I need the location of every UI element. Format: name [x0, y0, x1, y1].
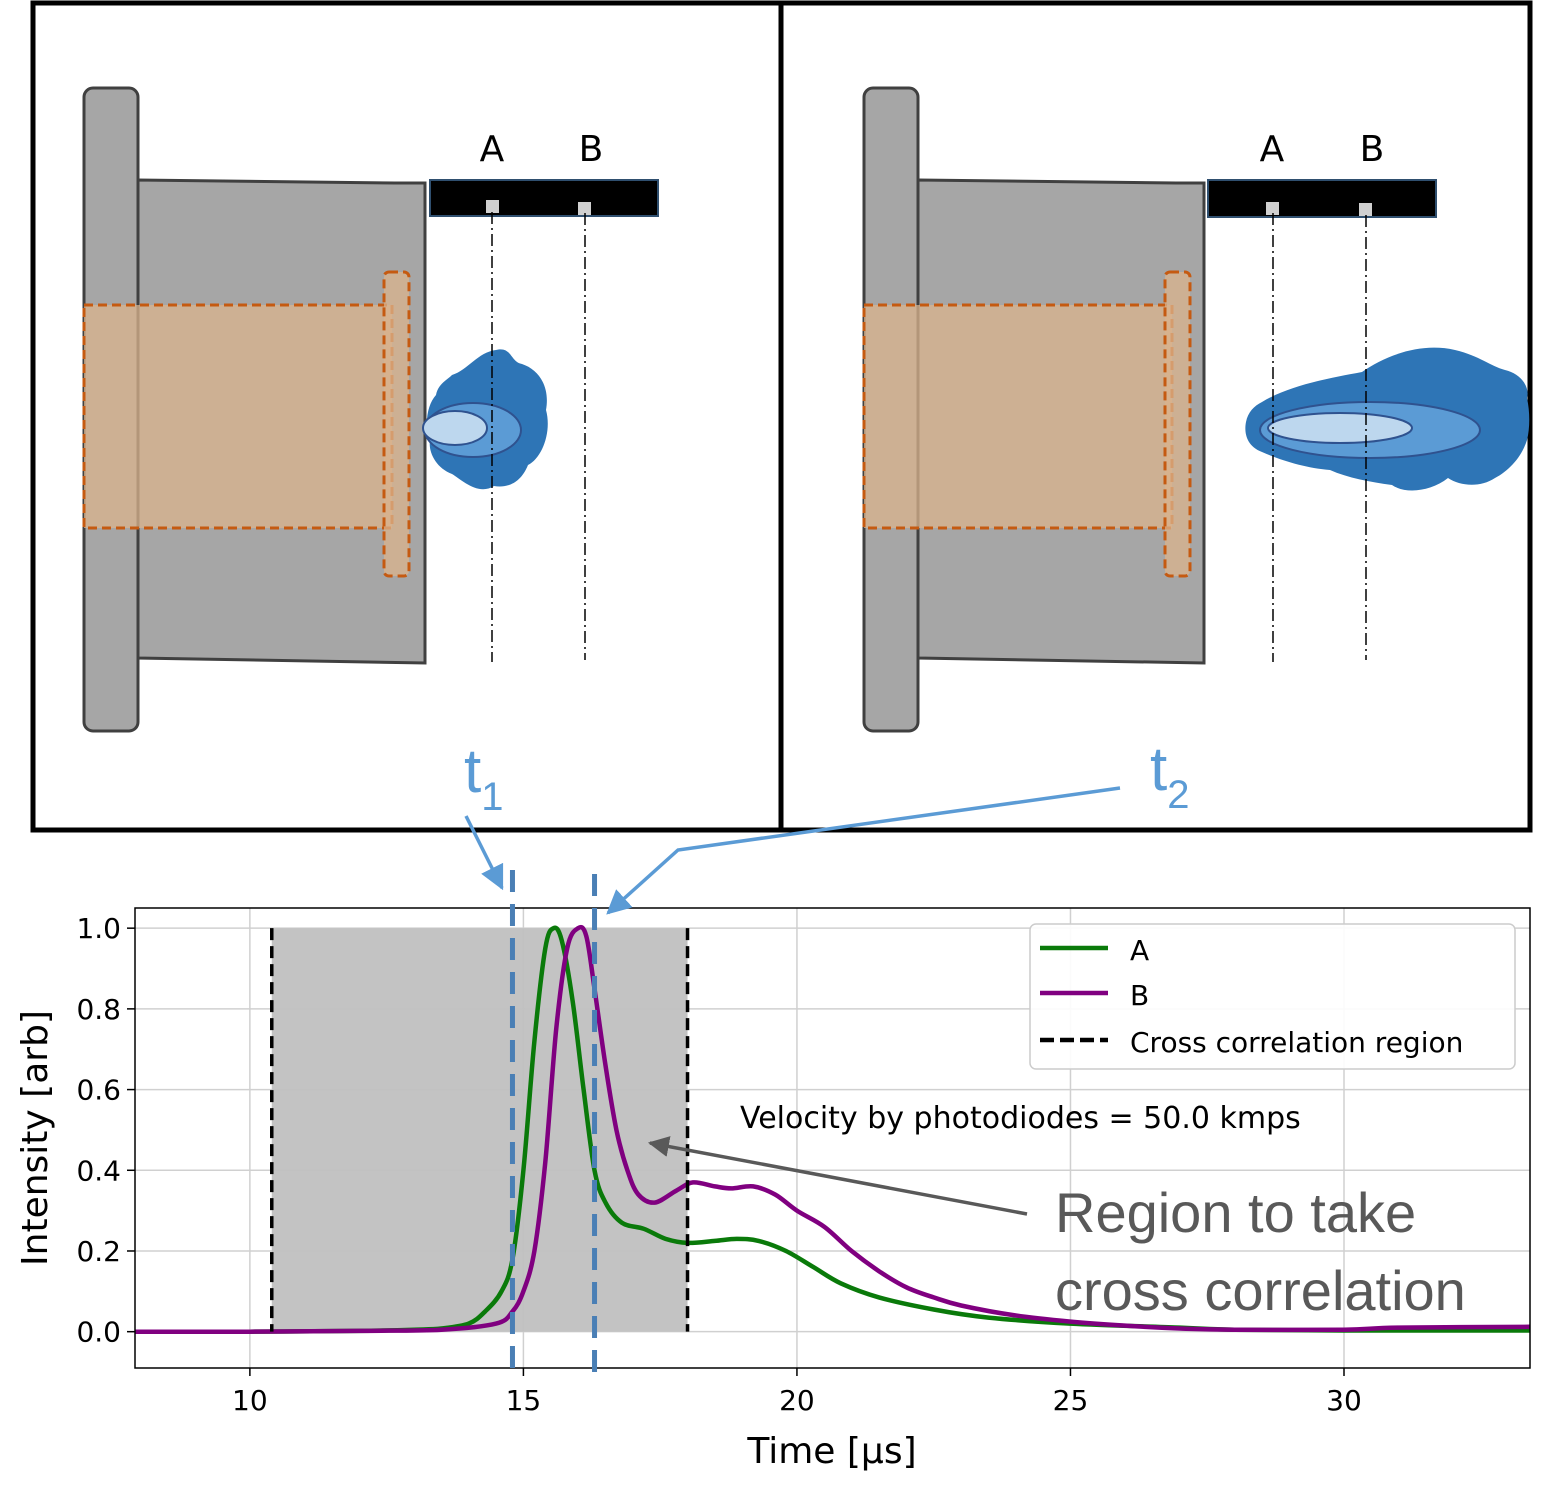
- velocity-annotation: Velocity by photodiodes = 50.0 kmps: [740, 1101, 1301, 1136]
- legend-label-b: B: [1130, 979, 1149, 1012]
- x-tick-label: 15: [506, 1384, 542, 1417]
- plasma-plume-core: [1267, 412, 1413, 444]
- panel-left: A B: [82, 86, 659, 733]
- electrode-tip: [1163, 270, 1192, 578]
- sensor-port-a: [486, 200, 499, 213]
- electrode-region: [82, 303, 394, 530]
- x-tick-label: 10: [232, 1384, 268, 1417]
- series-line-a: [134, 925, 1531, 1334]
- time-callouts: t1 t2: [464, 735, 1189, 819]
- sensor-label-b: B: [1360, 129, 1385, 170]
- x-axis-label: Time [μs]: [746, 1431, 916, 1472]
- connector-arrow-t2: [606, 786, 1121, 915]
- sensor-port-b: [1359, 203, 1372, 216]
- sensor-port-a: [1266, 202, 1279, 215]
- sensor-label-a: A: [1260, 129, 1285, 170]
- legend-box: [1029, 923, 1516, 1070]
- sensor-port-b: [578, 202, 591, 215]
- electrode-tip: [382, 270, 411, 578]
- y-tick-label: 0.4: [76, 1154, 121, 1187]
- legend-label-region: Cross correlation region: [1130, 1026, 1463, 1059]
- time-label-t2-sub: 2: [1167, 773, 1189, 817]
- diagram-panels: A B A B: [30, 0, 1533, 833]
- region-callout-line-2: cross correlation: [1055, 1259, 1466, 1322]
- y-tick-label: 0.6: [76, 1074, 121, 1107]
- time-label-t2-base: t: [1150, 735, 1167, 804]
- x-tick-label: 20: [779, 1384, 815, 1417]
- y-tick-label: 0.0: [76, 1316, 121, 1349]
- axis-ticks: 10 15 20 25 30 0.0 0.2 0.4 0.6 0.8 1.0: [76, 912, 1361, 1417]
- time-label-t2: t2: [1150, 735, 1189, 817]
- y-axis-label: Intensity [arb]: [15, 1010, 56, 1266]
- time-label-t1-sub: 1: [481, 775, 503, 819]
- plasma-plume-core: [422, 410, 488, 446]
- sensor-bar: [429, 179, 659, 217]
- region-callout-line-1: Region to take: [1055, 1181, 1416, 1244]
- region-callout-arrow: [647, 1136, 1028, 1216]
- sensor-bar: [1207, 179, 1437, 218]
- intensity-chart: 10 15 20 25 30 0.0 0.2 0.4 0.6 0.8 1.0 Time [μs] I…: [15, 907, 1531, 1472]
- time-label-t1-base: t: [464, 737, 481, 806]
- connector-arrow-t1: [464, 815, 504, 891]
- y-tick-label: 0.8: [76, 993, 121, 1026]
- sensor-label-b: B: [579, 129, 604, 170]
- sensor-label-a: A: [480, 129, 505, 170]
- plot-frame: [134, 907, 1531, 1369]
- x-tick-label: 30: [1326, 1384, 1362, 1417]
- y-tick-label: 0.2: [76, 1235, 121, 1268]
- series-line-b: [134, 924, 1531, 1334]
- legend-label-a: A: [1130, 934, 1149, 967]
- y-tick-label: 1.0: [76, 912, 121, 945]
- series-layer: [134, 924, 1531, 1334]
- time-label-t1: t1: [464, 737, 503, 819]
- electrode-region: [862, 303, 1174, 530]
- cross-correlation-region: [271, 928, 688, 1332]
- x-tick-label: 25: [1053, 1384, 1089, 1417]
- legend: A B Cross correlation region: [1029, 923, 1516, 1070]
- panel-right: A B: [862, 86, 1530, 733]
